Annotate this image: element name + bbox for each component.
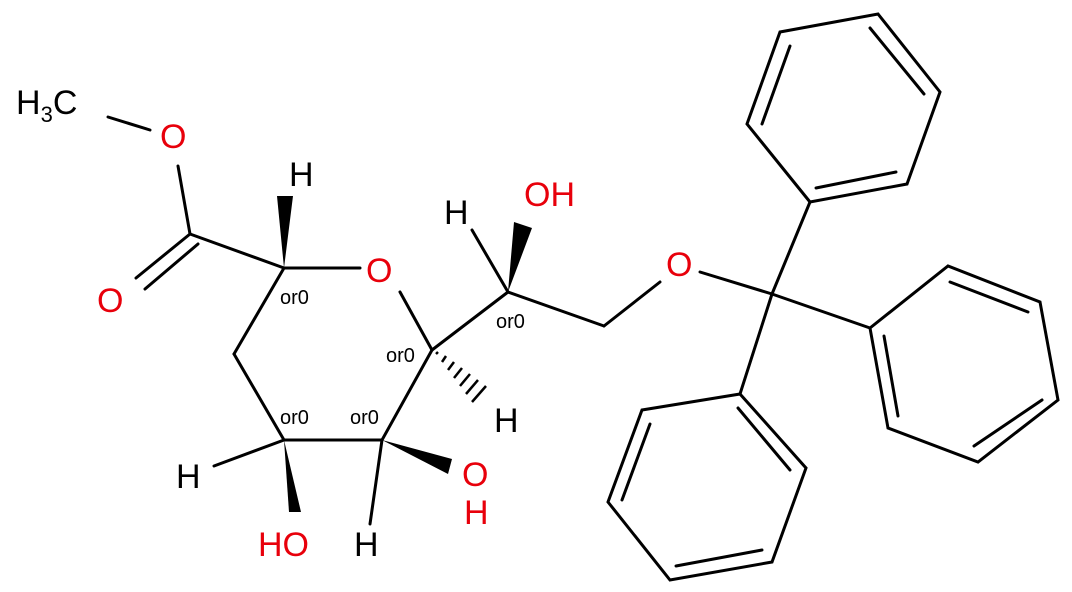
- wedge-c7-oh: [508, 222, 532, 292]
- c5-hydroxyl-o-label: O: [462, 456, 488, 494]
- phenyl-bottom-double-2: [674, 548, 764, 568]
- h-label-c2: H: [289, 156, 314, 194]
- bond-c7-h: [470, 228, 510, 294]
- methyl-label: H3C: [16, 84, 77, 127]
- bond-c5-h: [368, 438, 384, 526]
- h-label-c5: H: [354, 526, 379, 564]
- wedge-c2-h: [277, 196, 293, 268]
- carbonyl-oxygen-label: O: [97, 282, 123, 320]
- phenyl-ring-top: [745, 12, 942, 204]
- trityl-oxygen-label: O: [666, 246, 692, 284]
- bond-trityl-ring-top: [770, 200, 812, 296]
- bond-c3-c2: [232, 266, 286, 356]
- ester-oxygen-label: O: [160, 118, 186, 156]
- phenyl-bottom-double-1: [620, 422, 652, 502]
- h-label-c7: H: [444, 194, 469, 232]
- bond-o-carbonyl: [176, 164, 192, 236]
- bond-ring-o-c6: [398, 290, 434, 352]
- stereo-labels: or0 or0 or0 or0 or0: [280, 287, 525, 429]
- phenyl-top-double-2: [868, 26, 926, 96]
- h-label-c6: H: [494, 402, 519, 440]
- bond-methyl-o: [106, 115, 152, 132]
- stereo-label-c5: or0: [350, 407, 379, 429]
- wedge-c5-oh: [382, 440, 452, 474]
- atom-labels: H3C O O O O OH HO O H H H H H H: [16, 84, 692, 564]
- wedge-c4-oh: [284, 440, 301, 512]
- bonds: [106, 12, 1060, 582]
- bond-c7-c8: [506, 290, 606, 328]
- bond-c8-o: [602, 280, 662, 328]
- bond-carbonyl-c2: [188, 232, 286, 270]
- phenyl-bottom-double-3: [736, 406, 792, 472]
- phenyl-top-double-1: [760, 44, 792, 126]
- phenyl-right-double-1: [948, 280, 1030, 314]
- bond-carbonyl-double-b: [143, 242, 200, 291]
- bond-trityl-ring-bottom: [738, 292, 774, 396]
- ring-oxygen-label: O: [366, 252, 392, 290]
- bond-c4-h: [212, 438, 286, 468]
- stereo-label-c7: or0: [496, 311, 525, 333]
- phenyl-top-double-3: [814, 170, 898, 190]
- bond-c6-c5: [380, 348, 434, 442]
- hash-c6-h: [435, 351, 487, 403]
- phenyl-ring-right: [868, 264, 1060, 464]
- stereo-label-c2: or0: [280, 287, 309, 309]
- bond-carbonyl-double-a: [134, 232, 192, 280]
- bond-trityl-ring-right: [770, 292, 872, 330]
- stereo-label-c6: or0: [386, 345, 415, 367]
- stereo-label-c4: or0: [280, 407, 309, 429]
- c4-hydroxyl-label: HO: [258, 526, 309, 564]
- phenyl-right-double-3: [882, 334, 900, 418]
- phenyl-right-double-2: [972, 398, 1044, 448]
- bond-c6-c7: [430, 290, 510, 352]
- h-label-c4: H: [176, 458, 201, 496]
- side-hydroxyl-label: OH: [524, 176, 575, 214]
- bond-c4-c3: [232, 352, 286, 442]
- c5-hydroxyl-h-label: H: [464, 494, 489, 532]
- phenyl-ring-bottom: [606, 392, 808, 582]
- bond-o-trityl-c: [698, 270, 774, 296]
